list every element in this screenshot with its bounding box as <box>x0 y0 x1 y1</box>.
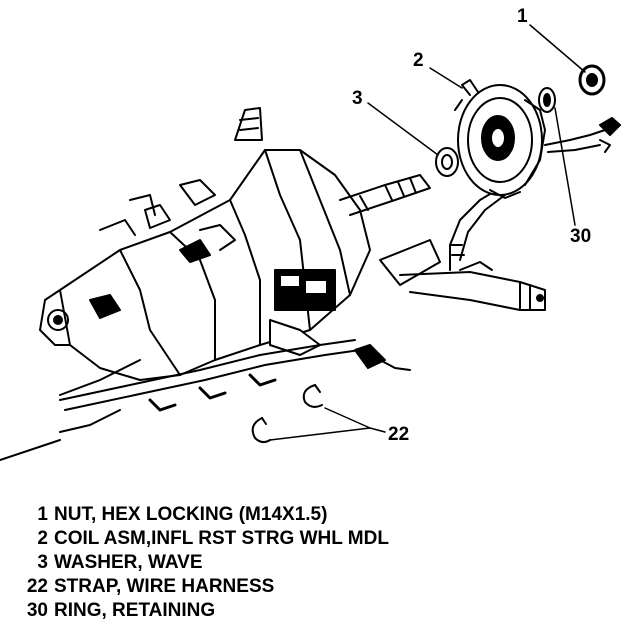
callout-2: 2 <box>413 50 424 71</box>
legend-item: 2 COIL ASM,INFL RST STRG WHL MDL <box>18 528 389 550</box>
legend-number: 3 <box>37 552 48 573</box>
callout-1: 1 <box>517 6 528 27</box>
steering-column-housing <box>39 107 371 381</box>
coil-connector-pigtail <box>544 117 621 153</box>
legend-item: 30 RING, RETAINING <box>18 600 215 622</box>
legend-item: 3 WASHER, WAVE <box>18 552 203 574</box>
legend-text: COIL ASM,INFL RST STRG WHL MDL <box>54 528 389 549</box>
legend-text: RING, RETAINING <box>54 600 216 621</box>
steering-column-exploded-diagram: 1 2 3 30 22 <box>0 6 621 461</box>
callout-30: 30 <box>570 226 591 247</box>
wire-harness-bundle <box>0 339 361 461</box>
steering-shaft <box>339 174 431 216</box>
legend-number: 30 <box>26 600 48 621</box>
coil-cable <box>449 187 506 271</box>
leader-lines <box>269 24 586 441</box>
legend-number: 1 <box>37 504 48 525</box>
legend-number: 22 <box>26 576 48 597</box>
actuator-rod <box>354 239 546 371</box>
legend-text: WASHER, WAVE <box>54 552 203 573</box>
legend-item: 22 STRAP, WIRE HARNESS <box>18 576 274 598</box>
wire-harness-straps <box>251 384 323 444</box>
legend-item: 1 NUT, HEX LOCKING (M14X1.5) <box>18 504 327 526</box>
callout-22: 22 <box>388 424 409 445</box>
wave-washer <box>435 147 459 177</box>
legend-text: STRAP, WIRE HARNESS <box>54 576 275 597</box>
legend-text: NUT, HEX LOCKING (M14X1.5) <box>54 504 328 525</box>
retaining-ring <box>538 87 556 113</box>
callout-3: 3 <box>352 88 363 109</box>
hex-locking-nut <box>578 64 606 96</box>
coil-assembly <box>454 79 546 199</box>
legend-number: 2 <box>37 528 48 549</box>
